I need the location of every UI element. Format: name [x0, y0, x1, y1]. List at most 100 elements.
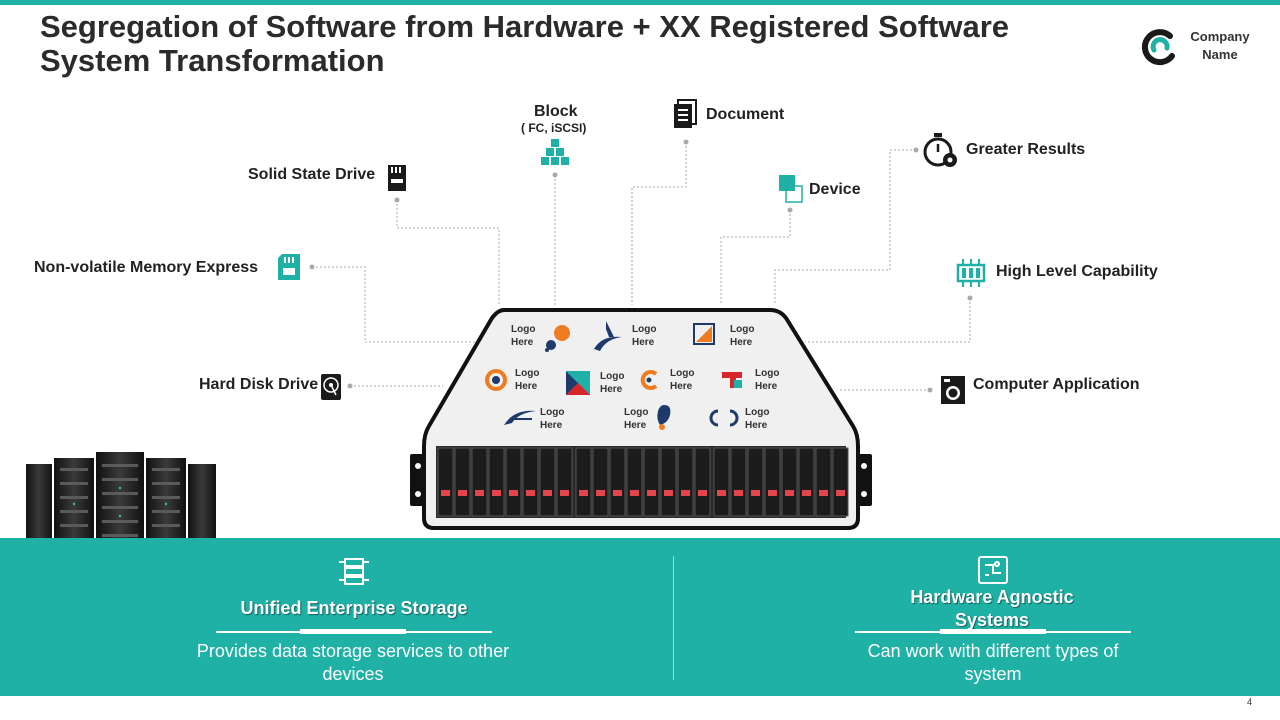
drive-bay-led — [664, 490, 673, 496]
memory-card-icon — [278, 254, 300, 280]
panel-divider — [673, 556, 674, 680]
feature-label-device: Device — [809, 181, 861, 198]
drive-bays — [437, 447, 849, 517]
vendor-logo-mark-4 — [485, 369, 507, 391]
drive-bay-led — [475, 490, 484, 496]
vendor-logo-mark-7 — [722, 372, 742, 388]
page-number: 4 — [1247, 697, 1253, 707]
cubes-icon — [541, 139, 569, 165]
memory-chip-icon — [956, 259, 986, 287]
drive-bay-led — [698, 490, 707, 496]
vendor-logo-mark-6 — [640, 370, 658, 390]
connector-lines — [309, 139, 973, 393]
drive-bay-led — [543, 490, 552, 496]
drive-bay — [556, 447, 573, 517]
drive-bay — [454, 447, 471, 517]
feature-label-document: Document — [706, 106, 785, 123]
drive-bay-led — [681, 490, 690, 496]
drive-bay — [437, 447, 454, 517]
storage-device-illustration — [410, 308, 872, 530]
top-accent-bar — [0, 0, 1280, 5]
company-logo: Company Name — [1140, 26, 1260, 70]
vendor-logo-3: Logo Here — [730, 324, 755, 348]
vendor-logo-7: Logo Here — [755, 368, 780, 392]
panel-underline-accent-right — [940, 629, 1046, 634]
feature-label-greater-results: Greater Results — [966, 141, 1086, 158]
vendor-logo-2: Logo Here — [632, 324, 657, 348]
drive-bay — [660, 447, 677, 517]
company-name: Company Name — [1190, 29, 1250, 62]
drive-bay-led — [579, 490, 588, 496]
vendor-logo-mark-10 — [709, 409, 739, 427]
drive-bay — [643, 447, 660, 517]
panel-underline-accent-left — [300, 629, 406, 634]
vendor-logo-mark-8 — [504, 410, 536, 425]
panel-title-unified-storage: Unified Enterprise Storage — [240, 598, 468, 618]
vendor-logo-mark-1 — [545, 325, 570, 352]
drive-bay — [575, 447, 592, 517]
vendor-logo-5: Logo Here — [600, 371, 625, 395]
drive-bay — [781, 447, 798, 517]
drive-bay — [471, 447, 488, 517]
drive-bay-led — [526, 490, 535, 496]
drive-bay — [764, 447, 781, 517]
drive-bay-led — [768, 490, 777, 496]
drive-bay-led — [441, 490, 450, 496]
circuit-chip-icon — [978, 556, 1008, 584]
drive-bay-led — [613, 490, 622, 496]
feature-label-nvme: Non-volatile Memory Express — [34, 259, 259, 276]
feature-label-high-level-capability: High Level Capability — [996, 263, 1158, 280]
drive-bay-led — [836, 490, 845, 496]
stopwatch-gear-icon — [923, 133, 957, 167]
bottom-panel — [0, 538, 1280, 696]
company-logo-icon — [1141, 29, 1175, 66]
drive-bay-led — [492, 490, 501, 496]
feature-label-block: Block — [534, 103, 578, 120]
washing-machine-icon — [941, 376, 965, 404]
squares-icon — [779, 175, 803, 203]
drive-bay — [694, 447, 711, 517]
drive-bay — [609, 447, 626, 517]
vendor-logo-mark-2 — [594, 321, 622, 351]
drive-bay — [832, 447, 849, 517]
drive-bay — [730, 447, 747, 517]
feature-label-computer-application: Computer Application — [973, 376, 1140, 393]
drive-bay-led — [560, 490, 569, 496]
drive-bay-led — [751, 490, 760, 496]
panel-title-hardware-agnostic: Hardware Agnostic Systems — [910, 587, 1074, 630]
drive-bay — [505, 447, 522, 517]
vendor-logo-8: Logo Here — [540, 407, 565, 431]
vendor-logo-6: Logo Here — [670, 368, 695, 392]
feature-sublabel-block: ( FC, iSCSI) — [521, 121, 587, 135]
drive-bay — [488, 447, 505, 517]
drive-bay — [626, 447, 643, 517]
panel-desc-hardware-agnostic: Can work with different types of system — [867, 641, 1119, 684]
drive-bay — [747, 447, 764, 517]
drive-bay-led — [509, 490, 518, 496]
drive-bay — [713, 447, 730, 517]
vendor-logo-mark-5 — [566, 371, 590, 395]
hard-disk-icon — [321, 374, 341, 400]
vendor-logo-9: Logo Here — [624, 407, 649, 431]
drive-bay-led — [647, 490, 656, 496]
drive-bay-led — [734, 490, 743, 496]
feature-label-hard-disk-drive: Hard Disk Drive — [199, 376, 319, 393]
feature-label-solid-state-drive: Solid State Drive — [248, 166, 376, 183]
sd-card-icon — [388, 165, 406, 191]
drive-bay — [798, 447, 815, 517]
panel-desc-unified-storage: Provides data storage services to other … — [196, 641, 510, 684]
vendor-logo-mark-3 — [693, 323, 715, 345]
drive-bay — [522, 447, 539, 517]
vendor-logo-1: Logo Here — [511, 324, 536, 348]
document-icon — [674, 99, 697, 128]
drive-bay — [592, 447, 609, 517]
drive-bay — [677, 447, 694, 517]
drive-bay-led — [819, 490, 828, 496]
vendor-logo-mark-9 — [657, 405, 671, 430]
vendor-logo-4: Logo Here — [515, 368, 540, 392]
drive-bay-led — [458, 490, 467, 496]
drive-bay-led — [630, 490, 639, 496]
drive-bay-led — [785, 490, 794, 496]
drive-bay-led — [802, 490, 811, 496]
drive-bay — [815, 447, 832, 517]
